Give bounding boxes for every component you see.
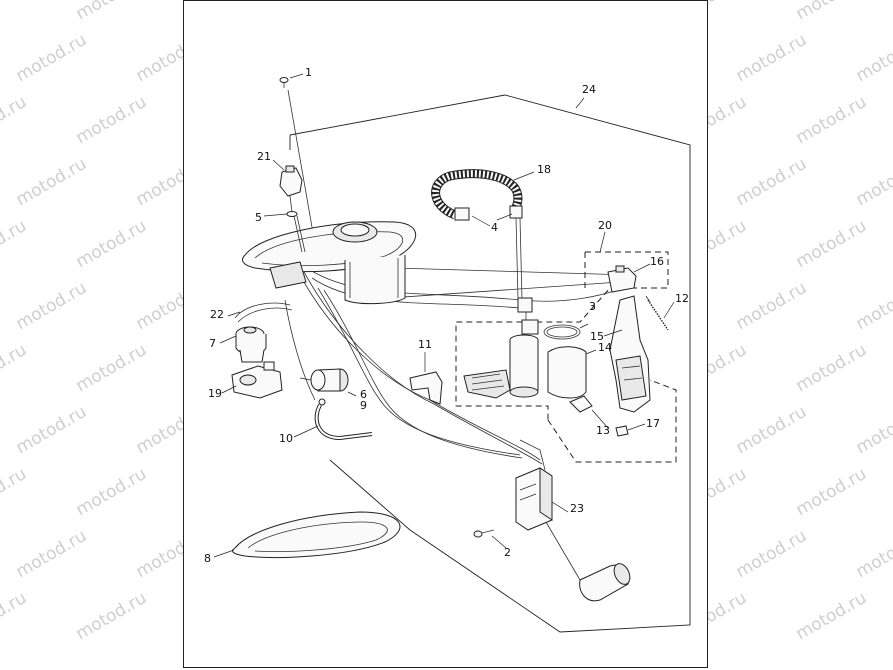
part-bracket-22 <box>234 302 293 323</box>
callout-11: 11 <box>418 338 432 351</box>
callout-22: 22 <box>210 308 224 321</box>
part-bracket-15 <box>609 295 651 413</box>
part-valve-19 <box>231 361 283 399</box>
part-clip-13 <box>569 395 593 413</box>
part-spring-12 <box>645 295 669 331</box>
part-level-sender-23 <box>515 439 631 602</box>
part-clamp-4 <box>515 217 523 301</box>
callout-23: 23 <box>570 502 584 515</box>
callout-7: 7 <box>209 337 216 350</box>
callout-14: 14 <box>598 341 612 354</box>
callout-17: 17 <box>646 417 660 430</box>
callout-5: 5 <box>255 211 262 224</box>
part-ring-3 <box>543 323 589 340</box>
callout-10: 10 <box>279 432 293 445</box>
part-bracket-11 <box>409 371 443 405</box>
callout-15: 15 <box>590 330 604 343</box>
part-hose-18 <box>431 169 523 221</box>
part-filter-6 <box>299 368 349 392</box>
callout-9: 9 <box>360 399 367 412</box>
callout-16: 16 <box>650 255 664 268</box>
callout-1: 1 <box>305 66 312 79</box>
callout-3: 3 <box>589 300 596 313</box>
part-regulator-7 <box>235 326 267 363</box>
callout-2: 2 <box>504 546 511 559</box>
part-rod-5 <box>286 211 306 253</box>
part-fuel-pump-14 <box>463 297 587 399</box>
callout-19: 19 <box>208 387 222 400</box>
subassembly-outline-20 <box>455 251 677 463</box>
callout-24: 24 <box>582 83 596 96</box>
part-nut-17 <box>615 425 629 437</box>
part-screw-1 <box>279 77 317 251</box>
callout-8: 8 <box>204 552 211 565</box>
part-hose-10 <box>314 398 373 441</box>
callout-18: 18 <box>537 163 551 176</box>
callout-labels: 1 2 3 4 5 6 7 8 9 10 11 12 13 14 15 16 1… <box>204 66 689 565</box>
callout-20: 20 <box>598 219 612 232</box>
callout-leaders <box>213 73 675 558</box>
callout-12: 12 <box>675 292 689 305</box>
callout-6: 6 <box>360 388 367 401</box>
part-fuel-pump-flange <box>242 221 417 305</box>
callout-4: 4 <box>491 221 498 234</box>
callout-21: 21 <box>257 150 271 163</box>
part-screw-2 <box>473 529 495 538</box>
assembly-outline <box>289 94 691 633</box>
part-gasket-8 <box>232 511 401 558</box>
callout-13: 13 <box>596 424 610 437</box>
part-sender-21 <box>279 165 303 213</box>
part-connector-16 <box>607 265 637 293</box>
